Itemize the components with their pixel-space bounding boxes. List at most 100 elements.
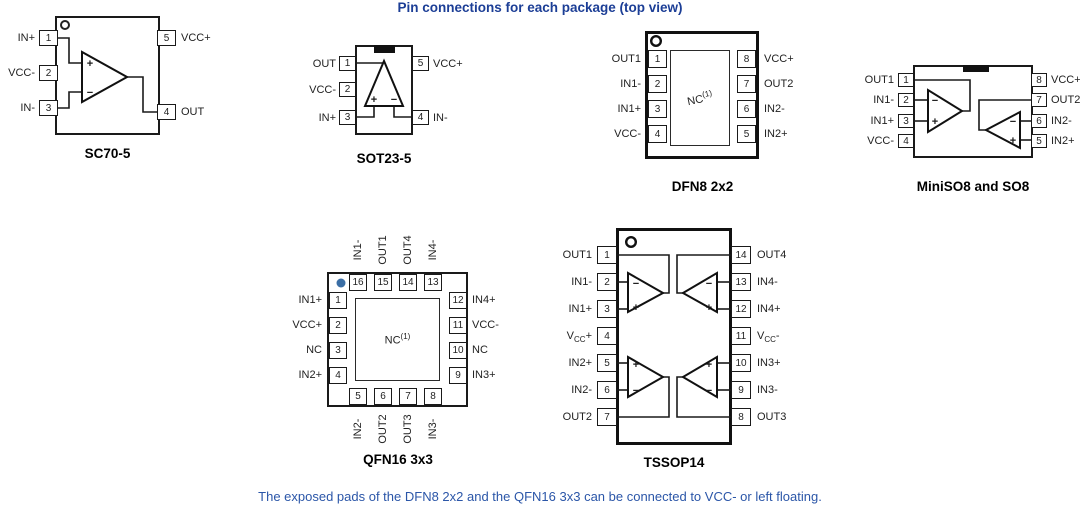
exposed-pad: NC(1) bbox=[670, 50, 730, 146]
package-caption: TSSOP14 bbox=[643, 455, 705, 470]
pin-label: IN1- bbox=[620, 78, 641, 90]
exposed-pad: NC(1) bbox=[355, 298, 440, 381]
pin-label: IN- bbox=[433, 112, 448, 124]
pin-box: 3 bbox=[648, 100, 667, 118]
pin-box: 1 bbox=[39, 30, 58, 46]
pin-box: 2 bbox=[39, 65, 58, 81]
pin-label: OUT2 bbox=[764, 78, 794, 90]
pin-box: 4 bbox=[412, 110, 429, 125]
pin-box: 10 bbox=[731, 354, 751, 372]
pin-box: 3 bbox=[39, 100, 58, 116]
pin-label: VCC- bbox=[757, 329, 780, 345]
nc-text: NC bbox=[384, 334, 401, 347]
pin-box: 7 bbox=[1031, 93, 1047, 107]
pin-box: 4 bbox=[898, 134, 914, 148]
pin-box: 12 bbox=[449, 292, 467, 309]
pin-label: OUT1 bbox=[864, 74, 894, 86]
pin-label: OUT3 bbox=[757, 411, 787, 423]
pin-label: IN2+ bbox=[298, 369, 322, 381]
vcc-label: V bbox=[757, 330, 765, 342]
pin-box: 11 bbox=[449, 317, 467, 334]
pin-box: 2 bbox=[648, 75, 667, 93]
pin-label: OUT1 bbox=[377, 235, 389, 265]
pin-box: 4 bbox=[648, 125, 667, 143]
pin-box: 1 bbox=[648, 50, 667, 68]
vcc-subscript: CC bbox=[764, 335, 776, 345]
pin-label: VCC+ bbox=[433, 58, 463, 70]
pin-label: IN3+ bbox=[757, 357, 781, 369]
pin-box: 5 bbox=[737, 125, 756, 143]
package-body bbox=[616, 228, 732, 445]
pin-box: 8 bbox=[737, 50, 756, 68]
pin-label: IN2- bbox=[571, 384, 592, 396]
pin-box: 5 bbox=[1031, 134, 1047, 148]
pin-label: OUT2 bbox=[562, 411, 592, 423]
pin-label: IN4+ bbox=[757, 303, 781, 315]
pin-label: IN+ bbox=[17, 32, 35, 44]
pin-box: 6 bbox=[1031, 114, 1047, 128]
pin-box: 9 bbox=[449, 367, 467, 384]
package-caption: MiniSO8 and SO8 bbox=[916, 179, 1030, 194]
pin-label: VCC+ bbox=[764, 53, 794, 65]
pin-box: 4 bbox=[597, 327, 617, 345]
pin-label: IN1+ bbox=[298, 294, 322, 306]
pin-box: 11 bbox=[731, 327, 751, 345]
pin-box: 7 bbox=[597, 408, 617, 426]
pin-label: VCC- bbox=[867, 135, 894, 147]
pin-label: IN4- bbox=[757, 276, 778, 288]
package-caption: DFN8 2x2 bbox=[671, 179, 734, 194]
pin-label: OUT1 bbox=[562, 249, 592, 261]
package-body bbox=[55, 16, 160, 135]
pin-label: IN2- bbox=[764, 103, 785, 115]
pin-label: NC bbox=[472, 344, 488, 356]
pin-box: 2 bbox=[597, 273, 617, 291]
pin-box: 8 bbox=[731, 408, 751, 426]
pin-box: 14 bbox=[731, 246, 751, 264]
pin-label: VCC- bbox=[472, 319, 499, 331]
pin-box: 5 bbox=[157, 30, 176, 46]
pin-label: IN4- bbox=[427, 239, 439, 261]
pin-box: 8 bbox=[424, 388, 442, 405]
pin-label: OUT2 bbox=[1051, 94, 1080, 106]
pin-box: 3 bbox=[898, 114, 914, 128]
pin-label: IN1+ bbox=[617, 103, 641, 115]
vcc-sign: + bbox=[585, 330, 592, 342]
pin-label: VCC+ bbox=[181, 32, 211, 44]
pin-label: OUT4 bbox=[402, 235, 414, 265]
pin-label: IN2+ bbox=[1051, 135, 1075, 147]
package-caption: QFN16 3x3 bbox=[363, 452, 433, 467]
pin-label: VCC- bbox=[614, 128, 641, 140]
pin-label: IN+ bbox=[318, 112, 336, 124]
pin-box: 13 bbox=[424, 274, 442, 291]
pin-box: 5 bbox=[412, 56, 429, 71]
pin-label: OUT1 bbox=[611, 53, 641, 65]
pin-box: 16 bbox=[349, 274, 367, 291]
pin-label: OUT bbox=[312, 58, 336, 70]
pin-box: 13 bbox=[731, 273, 751, 291]
pin-label: IN2+ bbox=[568, 357, 592, 369]
pin-box: 5 bbox=[349, 388, 367, 405]
pin-box: 7 bbox=[399, 388, 417, 405]
pin-box: 6 bbox=[737, 100, 756, 118]
figure-footnote: The exposed pads of the DFN8 2x2 and the… bbox=[258, 489, 822, 504]
pin-box: 15 bbox=[374, 274, 392, 291]
pin-box: 3 bbox=[329, 342, 347, 359]
pin-label: IN4+ bbox=[472, 294, 496, 306]
pin-box: 14 bbox=[399, 274, 417, 291]
pin-label: IN2- bbox=[1051, 115, 1072, 127]
pin-box: 3 bbox=[339, 110, 356, 125]
pin-box: 5 bbox=[597, 354, 617, 372]
pin-box: 3 bbox=[597, 300, 617, 318]
pin-box: 1 bbox=[339, 56, 356, 71]
pin-box: 6 bbox=[374, 388, 392, 405]
pin-label: IN- bbox=[20, 102, 35, 114]
pin-label: IN1- bbox=[571, 276, 592, 288]
vcc-sign: - bbox=[775, 330, 780, 342]
figure-title: Pin connections for each package (top vi… bbox=[397, 0, 683, 15]
package-caption: SC70-5 bbox=[84, 146, 131, 161]
pin-box: 1 bbox=[898, 73, 914, 87]
pin-box: 2 bbox=[898, 93, 914, 107]
pin-box: 1 bbox=[329, 292, 347, 309]
pin-label: IN1- bbox=[352, 239, 364, 261]
